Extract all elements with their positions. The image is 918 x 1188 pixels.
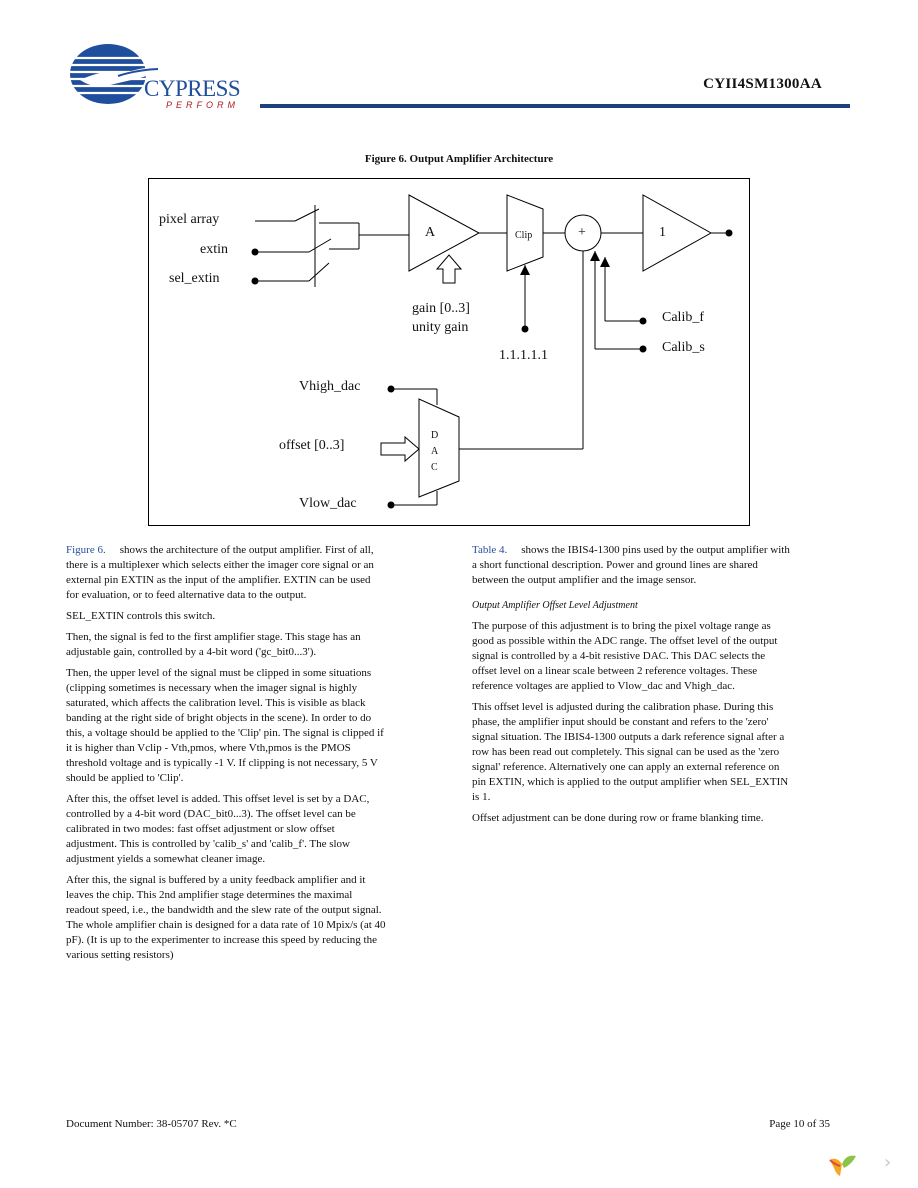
label-plus: + (578, 225, 586, 240)
paragraph: Then, the signal is fed to the first amp… (66, 631, 361, 658)
paragraph: Figure 6.shows the architecture of the o… (66, 543, 386, 603)
left-text-column: Figure 6.shows the architecture of the o… (66, 543, 386, 969)
table-4-link[interactable]: Table 4. (472, 544, 508, 556)
label-dac-c: C (431, 462, 438, 473)
next-page-chevron-icon[interactable]: › (884, 1152, 892, 1173)
paragraph: SEL_EXTIN controls this switch. (66, 610, 216, 622)
viewer-logo-icon[interactable] (826, 1150, 860, 1180)
label-sel-extin: sel_extin (169, 271, 220, 286)
label-gain: gain [0..3] (412, 301, 470, 316)
paragraph: After this, the signal is buffered by a … (66, 874, 386, 961)
document-number: Document Number: 38-05707 Rev. *C (66, 1118, 237, 1130)
label-amp-a: A (425, 225, 436, 240)
label-calib-s: Calib_s (662, 340, 705, 355)
page-number: Page 10 of 35 (769, 1118, 830, 1130)
paragraph-text: shows the architecture of the output amp… (66, 544, 374, 601)
label-unity-gain: unity gain (412, 320, 469, 335)
paragraph: After this, the offset level is added. T… (66, 793, 370, 865)
label-unity-buffer: 1 (659, 225, 666, 240)
label-pixel-array: pixel array (159, 212, 220, 227)
cypress-logo (66, 38, 256, 116)
label-calib-f: Calib_f (662, 310, 704, 325)
paragraph: Then, the upper level of the signal must… (66, 667, 384, 784)
paragraph: This offset level is adjusted during the… (472, 701, 789, 803)
figure-6-link[interactable]: Figure 6. (66, 544, 106, 556)
label-vlow-dac: Vlow_dac (299, 496, 357, 511)
figure-caption: Figure 6. Output Amplifier Architecture (364, 153, 554, 165)
paragraph: Table 4.shows the IBIS4-1300 pins used b… (472, 543, 792, 588)
cypress-globe-icon (70, 44, 162, 104)
label-vhigh-dac: Vhigh_dac (299, 379, 361, 394)
label-dac-d: D (431, 430, 439, 441)
label-extin: extin (200, 242, 228, 257)
right-text-column: Table 4.shows the IBIS4-1300 pins used b… (472, 543, 792, 832)
label-offset: offset [0..3] (279, 438, 345, 453)
paragraph: The purpose of this adjustment is to bri… (472, 620, 778, 692)
part-number-title: CYII4SM1300AA (703, 76, 822, 92)
diagram-lines (251, 194, 733, 509)
paragraph-text: shows the IBIS4-1300 pins used by the ou… (472, 544, 790, 586)
label-clip-value: 1.1.1.1.1 (499, 348, 548, 363)
label-dac-a: A (431, 446, 439, 457)
brand-tagline: PERFORM (166, 100, 239, 110)
output-amplifier-diagram: pixel array extin sel_extin A Clip + 1 g… (148, 178, 750, 526)
header-rule (260, 104, 850, 108)
section-subheading: Output Amplifier Offset Level Adjustment (472, 600, 638, 611)
label-clip: Clip (515, 230, 533, 241)
brand-name: CYPRESS (144, 76, 241, 101)
paragraph: Offset adjustment can be done during row… (472, 812, 764, 824)
